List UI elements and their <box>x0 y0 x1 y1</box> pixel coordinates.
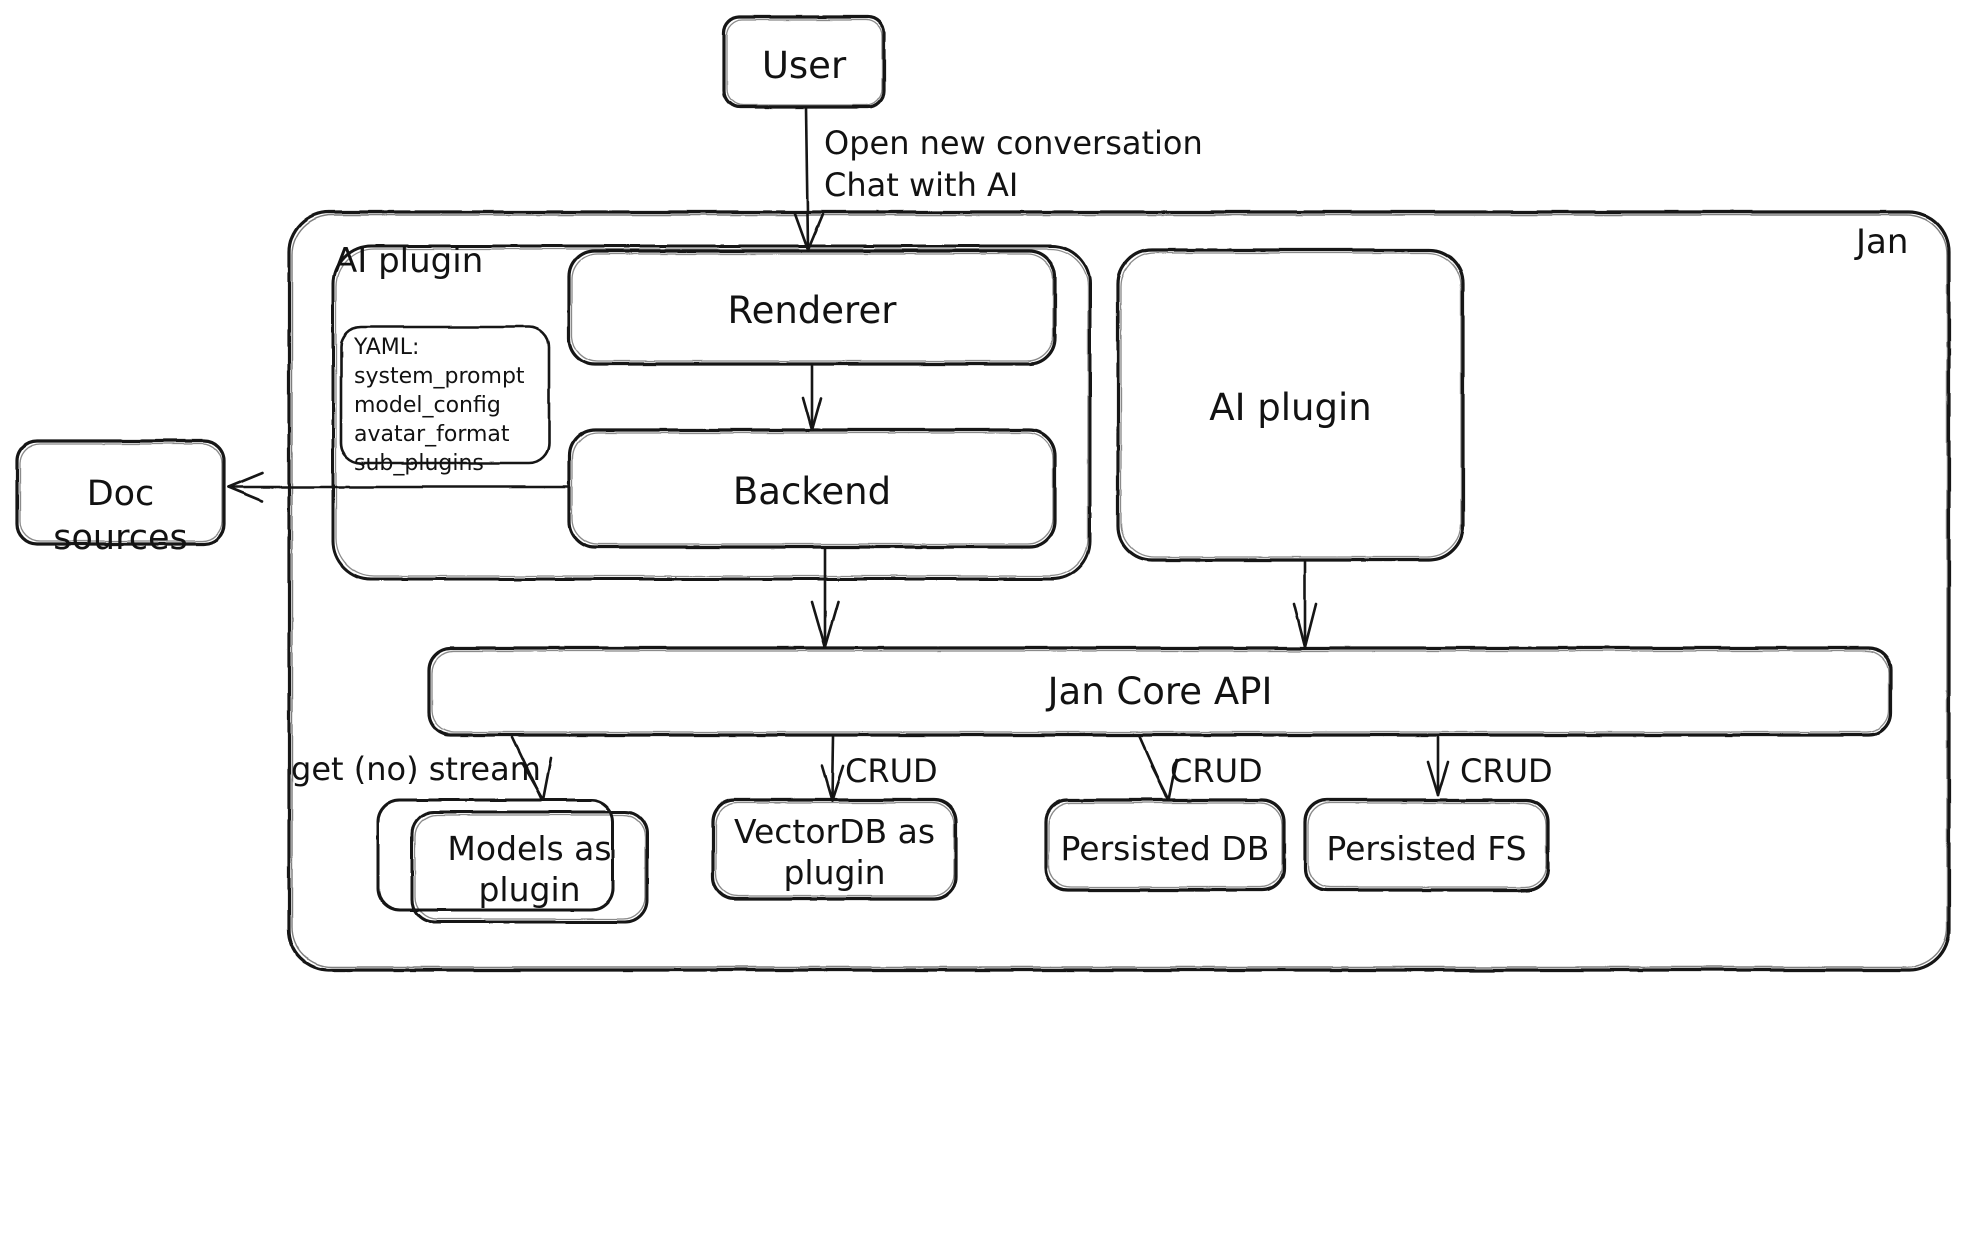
edge-label-user-renderer: Open new conversation Chat with AI <box>824 124 1203 205</box>
node-vectordb-plugin-shape[interactable] <box>711 798 958 901</box>
node-ai-plugin-shape[interactable] <box>1116 248 1465 562</box>
node-label-persisted-db: Persisted DB <box>1060 829 1270 868</box>
node-persisted-db-shape[interactable] <box>1044 798 1286 892</box>
group-label-ai-plugin: AI plugin <box>334 241 484 281</box>
edge-aiplugin-core <box>1292 560 1318 649</box>
node-jan-core-api-shape[interactable] <box>427 646 1893 737</box>
node-label-jan-core-api: Jan Core API <box>1047 670 1273 713</box>
node-label-ai-plugin: AI plugin <box>1209 386 1372 429</box>
node-doc-sources-shape[interactable] <box>15 439 226 546</box>
node-models-plugin-shape[interactable] <box>376 798 649 924</box>
edge-user-renderer <box>793 106 825 252</box>
node-label-user: User <box>761 44 847 87</box>
edge-label-core-persistedfs: CRUD <box>1460 752 1553 790</box>
edge-core-persisteddb <box>1138 735 1179 802</box>
edge-label-core-persisteddb: CRUD <box>1170 752 1263 790</box>
group-jan <box>287 210 1951 972</box>
node-label-yaml: YAML: system_prompt model_config avatar_… <box>354 335 525 477</box>
edge-backend-core <box>810 547 840 649</box>
node-label-backend: Backend <box>732 470 892 513</box>
group-ai-plugin <box>331 244 1092 581</box>
group-label-jan: Jan <box>1856 222 1909 262</box>
node-user-shape[interactable] <box>722 15 886 109</box>
node-yaml-shape <box>339 325 551 465</box>
node-persisted-fs-shape[interactable] <box>1303 798 1550 892</box>
edge-label-core-vectordb: CRUD <box>845 752 938 790</box>
node-renderer-shape[interactable] <box>567 249 1057 366</box>
edge-backend-doc-sources <box>226 471 570 503</box>
edge-label-core-models: get (no) stream <box>291 750 541 788</box>
node-label-vectordb-plugin: VectorDB as plugin <box>733 812 936 893</box>
edge-renderer-backend <box>801 364 823 432</box>
node-label-renderer: Renderer <box>727 289 897 332</box>
node-label-models-plugin: Models as plugin <box>447 829 612 910</box>
node-label-doc-sources: Doc sources <box>53 474 188 558</box>
edge-core-persistedfs <box>1426 735 1450 797</box>
edge-core-models <box>510 735 553 802</box>
node-label-persisted-fs: Persisted FS <box>1326 829 1527 868</box>
edge-core-vectordb <box>820 735 845 802</box>
